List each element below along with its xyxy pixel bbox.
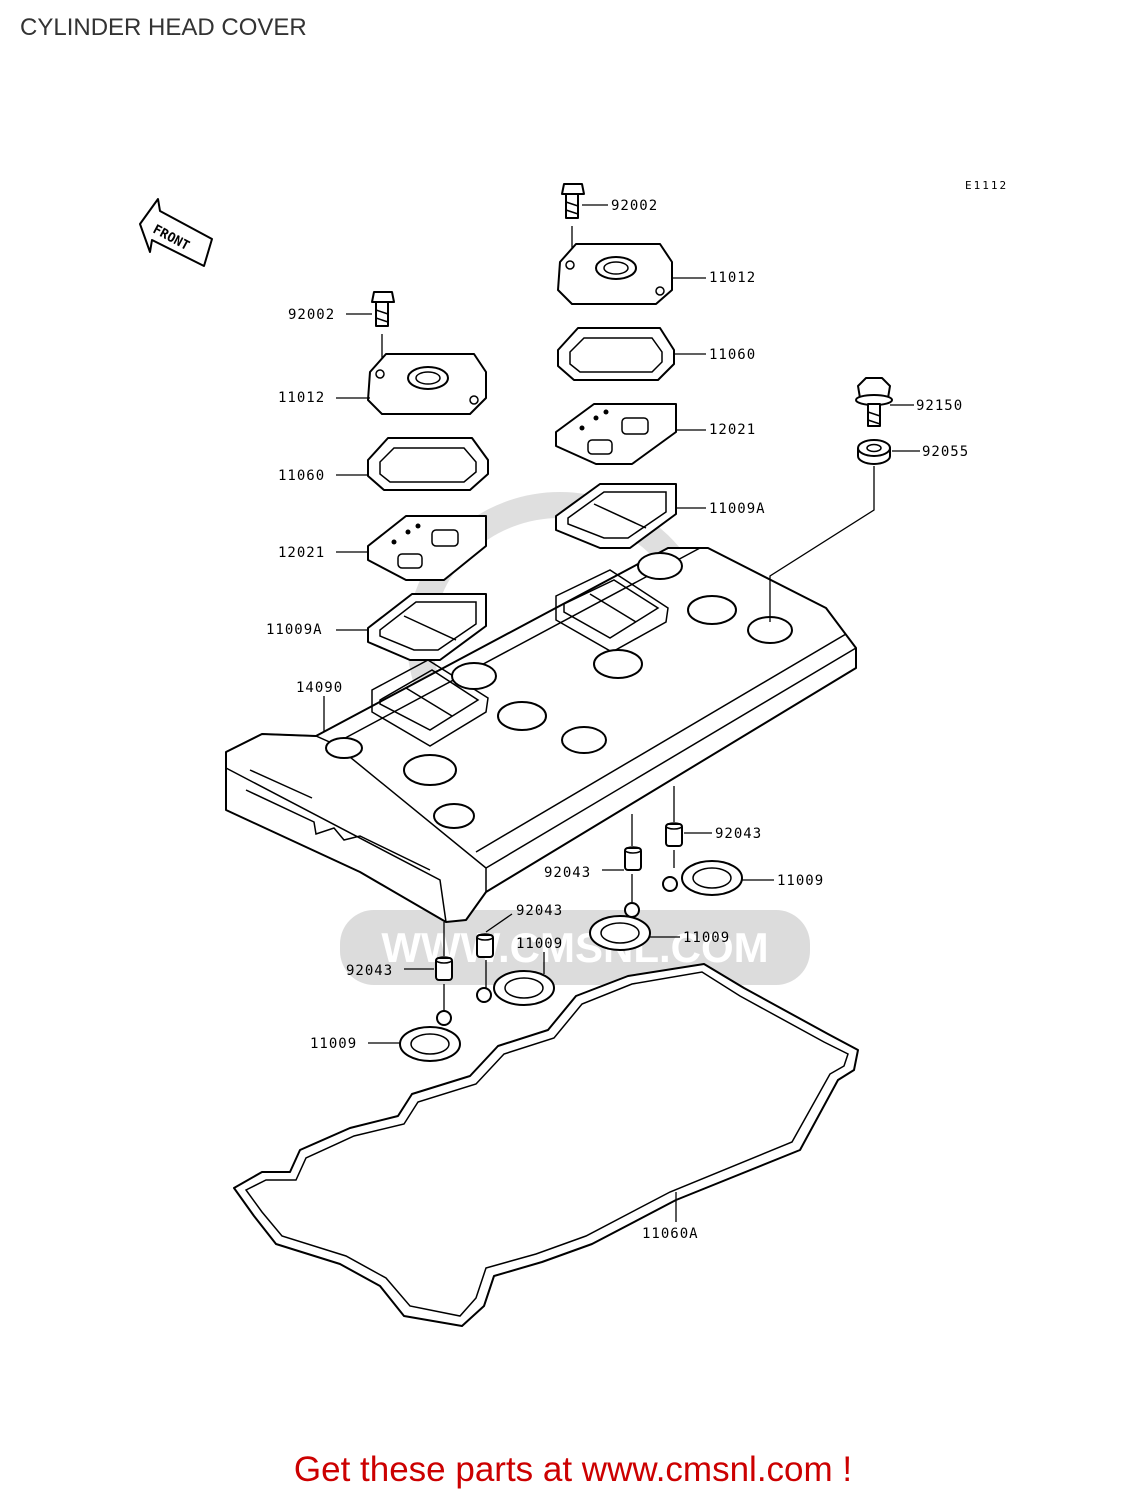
cylinder-head-cover-icon <box>225 547 857 923</box>
callout-bolt-92150: 92150 <box>916 398 963 414</box>
washer-icon <box>857 439 891 465</box>
callout-gasket-right: 11060 <box>709 347 756 363</box>
callout-plate-left: 12021 <box>278 545 325 561</box>
plate-icon <box>555 403 677 465</box>
callout-dowel-2: 92043 <box>544 865 591 881</box>
callout-oring-2: 11009 <box>683 930 730 946</box>
callout-bolt-right: 92002 <box>611 198 658 214</box>
dowel-pin-icon <box>624 846 642 871</box>
gasket-icon <box>367 437 489 491</box>
front-arrow-icon: FRONT <box>139 198 213 267</box>
gasket-a-icon <box>367 593 487 661</box>
o-ring-icon <box>476 970 555 1006</box>
callout-washer-92055: 92055 <box>922 444 969 460</box>
gasket-icon <box>557 327 675 381</box>
callout-oring-3: 11009 <box>516 936 563 952</box>
callout-bolt-left: 92002 <box>288 307 335 323</box>
dowel-pin-icon <box>665 822 683 847</box>
callout-gasket-left: 11060 <box>278 468 325 484</box>
o-ring-icon <box>399 1010 461 1062</box>
callout-main-gasket: 11060A <box>642 1226 699 1242</box>
o-ring-icon <box>662 860 743 896</box>
callout-gasket-a-right: 11009A <box>709 501 766 517</box>
diagram-code: E1112 <box>965 179 1008 192</box>
bolt-icon <box>855 377 893 427</box>
dowel-pin-icon <box>435 956 453 981</box>
footer-link[interactable]: Get these parts at www.cmsnl.com ! <box>293 1450 853 1489</box>
page-title: CYLINDER HEAD COVER <box>20 14 307 41</box>
cap-icon <box>367 353 487 415</box>
cap-icon <box>557 243 673 305</box>
callout-cap-right: 11012 <box>709 270 756 286</box>
callout-cap-left: 11012 <box>278 390 325 406</box>
callout-oring-4: 11009 <box>310 1036 357 1052</box>
main-gasket-icon <box>233 963 859 1327</box>
callout-plate-right: 12021 <box>709 422 756 438</box>
gasket-a-icon <box>555 483 677 549</box>
plate-icon <box>367 515 487 581</box>
o-ring-icon <box>589 902 651 951</box>
callout-dowel-4: 92043 <box>346 963 393 979</box>
dowel-pin-icon <box>476 933 494 958</box>
bolt-icon <box>561 183 585 219</box>
bolt-icon <box>371 291 395 327</box>
callout-dowel-1: 92043 <box>715 826 762 842</box>
callout-gasket-a-left: 11009A <box>266 622 323 638</box>
callout-dowel-3: 92043 <box>516 903 563 919</box>
callout-cover: 14090 <box>296 680 343 696</box>
callout-oring-1: 11009 <box>777 873 824 889</box>
